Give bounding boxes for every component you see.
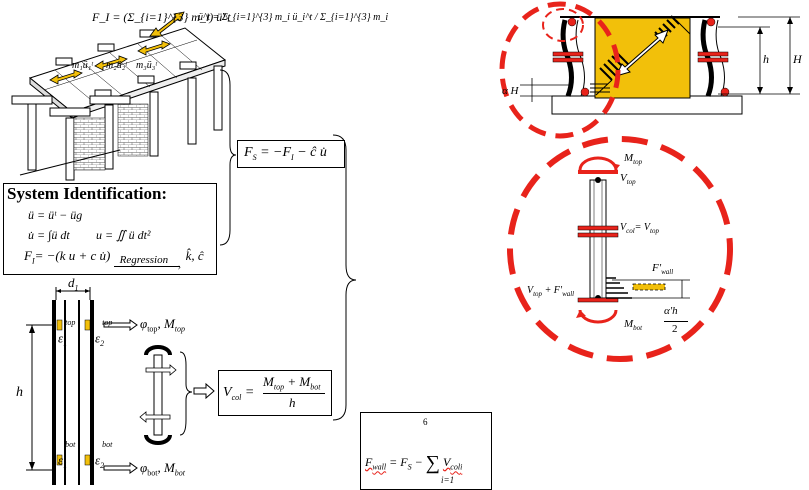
vcol-lhs: Vcol =	[223, 385, 255, 402]
frame-diagram	[499, 1, 800, 139]
fs-equation: FS = −FI − ĉ u̇	[244, 145, 327, 162]
eps2-top: ε2top	[95, 318, 113, 348]
vtop-fwall-label: Vtop + F'wall	[527, 285, 575, 298]
yellow-force-arrows	[49, 11, 185, 85]
eps2-bot: ε2bot	[95, 440, 113, 470]
mass-label-3: m₃ü₃ᵗ	[136, 60, 157, 71]
f-wall-label: F'wall	[652, 262, 674, 277]
vcol-equation-box: Vcol = Mtop + Mbot h	[218, 370, 332, 416]
h-label: h	[16, 385, 23, 400]
fwall-equation-box: 6 Fwall = FS − ∑ Vcoli i=1	[360, 412, 492, 490]
mass-label-1: m₁ü₁ᵗ	[72, 60, 93, 71]
alpha-h-numerator: α'h	[664, 305, 678, 317]
frame-h-label: h	[763, 52, 769, 66]
frame-H-label: H	[793, 52, 802, 66]
ut-formula: ü^t = Σ_{i=1}^{3} m_i ü_i^t / Σ_{i=1}^{3…	[198, 12, 389, 23]
sysid-line2a: u̇ = ∫ü dt	[28, 228, 70, 242]
fwall-upper: 6	[423, 417, 428, 427]
v-col-label: Vcol= Vtop	[620, 222, 659, 235]
vcol-fraction-bar	[263, 393, 325, 394]
system-identification-box: System Identification: ü = üᵗ − üg u̇ = …	[3, 183, 217, 275]
frame-alphaH-label: α H	[502, 85, 519, 97]
sysid-line3: FI= −(k u + c u̇) Regression › k̂, ĉ	[24, 248, 204, 273]
fi-formula: F_I = (Σ_{i=1}^{3} m_i) ü^t	[92, 10, 231, 24]
sysid-line2b: u = ∬ ü dt²	[96, 228, 151, 242]
eps1-bot: ε1bot	[58, 440, 76, 470]
bot-output-label: φbot, Mbot	[140, 460, 186, 478]
fwall-equation: Fwall = FS − ∑ Vcoli	[365, 452, 463, 474]
detail-circle-drawing	[507, 136, 733, 362]
column-detail-drawing	[26, 287, 138, 485]
building-model-drawing	[11, 11, 227, 181]
vcol-numerator: Mtop + Mbot	[263, 374, 321, 392]
system-identification-title: System Identification:	[7, 184, 168, 203]
alpha-h-fraction-bar	[664, 321, 688, 322]
m-bot-label: Mbot	[624, 318, 643, 333]
fwall-lower: i=1	[441, 475, 455, 485]
top-output-label: φtop, Mtop	[140, 316, 186, 334]
alpha-h-denominator: 2	[672, 323, 678, 335]
m-top-label: Mtop	[624, 152, 643, 167]
fs-equation-box: FS = −FI − ĉ u̇	[237, 140, 345, 168]
column-moment-symbol	[139, 345, 215, 445]
d1-label: d1	[68, 275, 79, 293]
v-top-label: Vtop	[620, 172, 636, 187]
mass-label-2: m₂ü₂ᵗ	[106, 60, 127, 71]
eps1-top: ε1top	[58, 318, 76, 348]
sysid-line1: ü = üᵗ − üg	[28, 208, 83, 222]
vcol-denominator: h	[289, 395, 296, 410]
